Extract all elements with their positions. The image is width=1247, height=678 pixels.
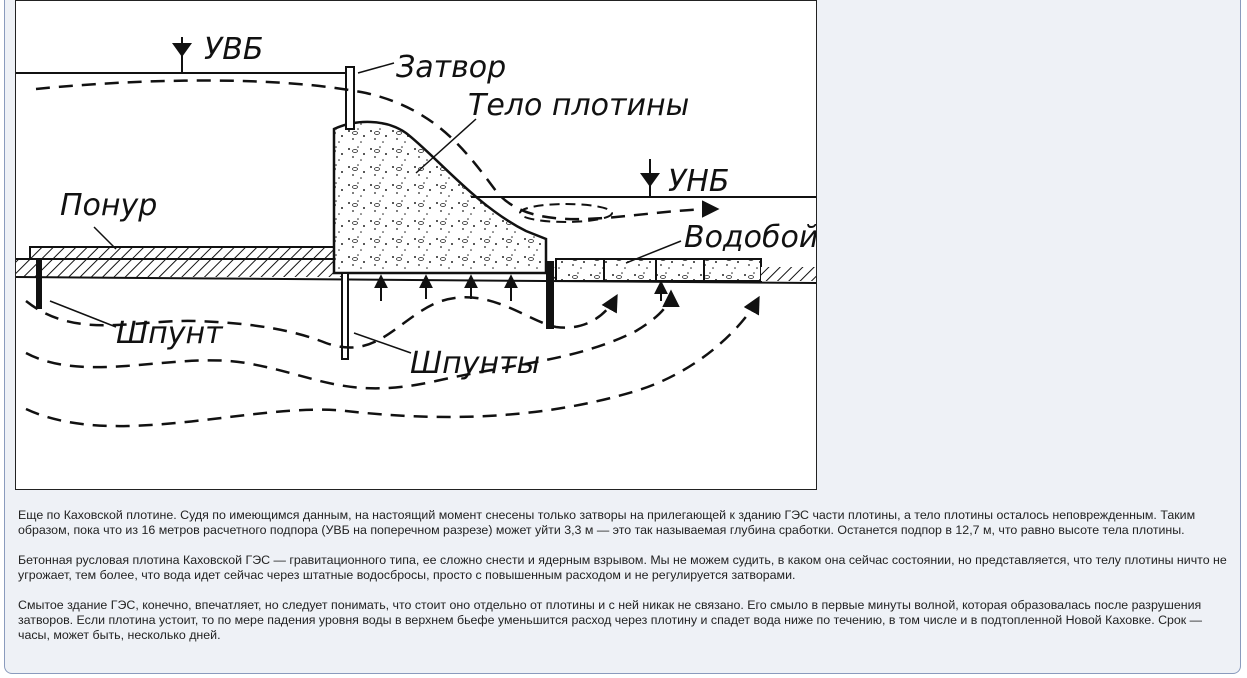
dam-cross-section-figure: УВБ Затвор Тело плотины УНБ Понур Водобо… bbox=[15, 0, 817, 490]
label-ponur: Понур bbox=[60, 188, 157, 223]
label-gate: Затвор bbox=[396, 50, 506, 85]
sheet-pile-dam bbox=[341, 272, 349, 360]
label-dam-body: Тело плотины bbox=[468, 88, 689, 123]
stilling-basin bbox=[555, 258, 762, 282]
uplift-arrows bbox=[374, 274, 668, 301]
post-text: Еще по Каховской плотине. Судя по имеющи… bbox=[18, 508, 1233, 658]
ponur-apron bbox=[29, 246, 349, 260]
flow-lines bbox=[25, 79, 760, 428]
dam-diagram: УВБ Затвор Тело плотины УНБ Понур Водобо… bbox=[16, 32, 816, 428]
label-shpunt: Шпунт bbox=[116, 316, 224, 351]
dam-body bbox=[332, 120, 548, 275]
paragraph-2: Бетонная русловая плотина Каховской ГЭС … bbox=[18, 553, 1227, 582]
ground-upstream bbox=[16, 259, 346, 277]
label-shpunty: Шпунты bbox=[410, 346, 540, 381]
gate bbox=[345, 66, 355, 130]
paragraph-1: Еще по Каховской плотине. Судя по имеющи… bbox=[18, 508, 1196, 537]
eddy-ellipse bbox=[519, 203, 613, 223]
sheet-pile-upstream bbox=[36, 259, 42, 309]
leader-lines bbox=[49, 62, 682, 354]
label-uvb: УВБ bbox=[204, 32, 263, 67]
label-vodoboy: Водобой bbox=[684, 220, 816, 255]
forum-post: УВБ Затвор Тело плотины УНБ Понур Водобо… bbox=[4, 0, 1241, 674]
paragraph-3: Смытое здание ГЭС, конечно, впечатляет, … bbox=[18, 598, 1203, 642]
sheet-pile-downstream bbox=[546, 261, 554, 329]
label-unb: УНБ bbox=[668, 164, 729, 199]
